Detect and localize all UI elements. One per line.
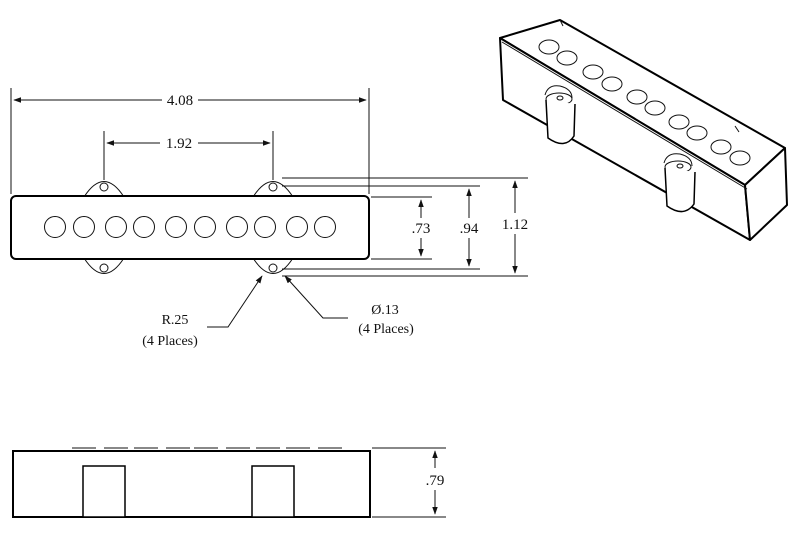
pole-piece [314,216,336,238]
pole-piece [133,216,155,238]
pole-piece [626,89,648,105]
side-leg-left [82,465,126,518]
pole-piece [226,216,248,238]
mount-tab-bottom-right [252,257,294,274]
top-view [10,181,370,274]
callout-hole-label: Ø.13 [371,303,399,318]
pole-piece [44,216,66,238]
pole-piece [286,216,308,238]
pole-piece [710,139,732,155]
dimension-pole-width: .94 [460,188,479,267]
mount-hole-top-right [268,182,278,192]
side-leg-right [251,465,295,518]
callout-radius: R.25 (4 Places) [142,275,263,349]
isometric-view [499,19,788,241]
dimension-overall-length: 4.08 [10,88,370,194]
width-extension-lines [282,177,528,277]
iso-end-face [744,147,788,241]
dimension-tab-width: 1.12 [502,180,528,274]
pole-piece [668,114,690,130]
dimension-height: .79 [426,450,445,515]
callout-hole-sub: (4 Places) [358,322,414,337]
dimension-label: 1.92 [166,136,192,152]
iso-pole-pieces [538,39,751,166]
callout-radius-label: R.25 [162,313,189,328]
dimension-mount-spacing: 1.92 [103,131,274,180]
dimension-label: 1.12 [502,217,528,233]
callout-hole: Ø.13 (4 Places) [284,275,414,337]
iso-leg-left [544,85,576,145]
pole-piece [686,125,708,141]
mount-hole-bottom-right [268,263,278,273]
mount-tab-top-right [252,181,294,198]
pole-piece [254,216,276,238]
pole-piece [73,216,95,238]
pickup-body-side [12,450,371,518]
pole-piece [601,76,623,92]
dimension-label: .73 [412,221,431,237]
pole-pieces-top [44,216,336,238]
pole-piece [538,39,560,55]
mount-tab-top-left [83,181,125,198]
dimension-label: 4.08 [167,93,193,109]
callout-radius-sub: (4 Places) [142,334,198,349]
mount-hole-top-left [99,182,109,192]
iso-leg-right [663,153,696,213]
side-view [12,447,446,518]
pole-piece [165,216,187,238]
pole-piece [582,64,604,80]
dimension-body-width: .73 [412,199,431,257]
dimension-label: .94 [460,221,479,237]
pole-piece [556,50,578,66]
pole-piece [105,216,127,238]
pole-piece [729,150,751,166]
mount-tab-bottom-left [83,257,125,274]
pole-piece [644,100,666,116]
mount-hole-bottom-left [99,263,109,273]
dimension-label: .79 [426,473,445,489]
pole-piece [194,216,216,238]
pickup-body-top [10,195,370,260]
